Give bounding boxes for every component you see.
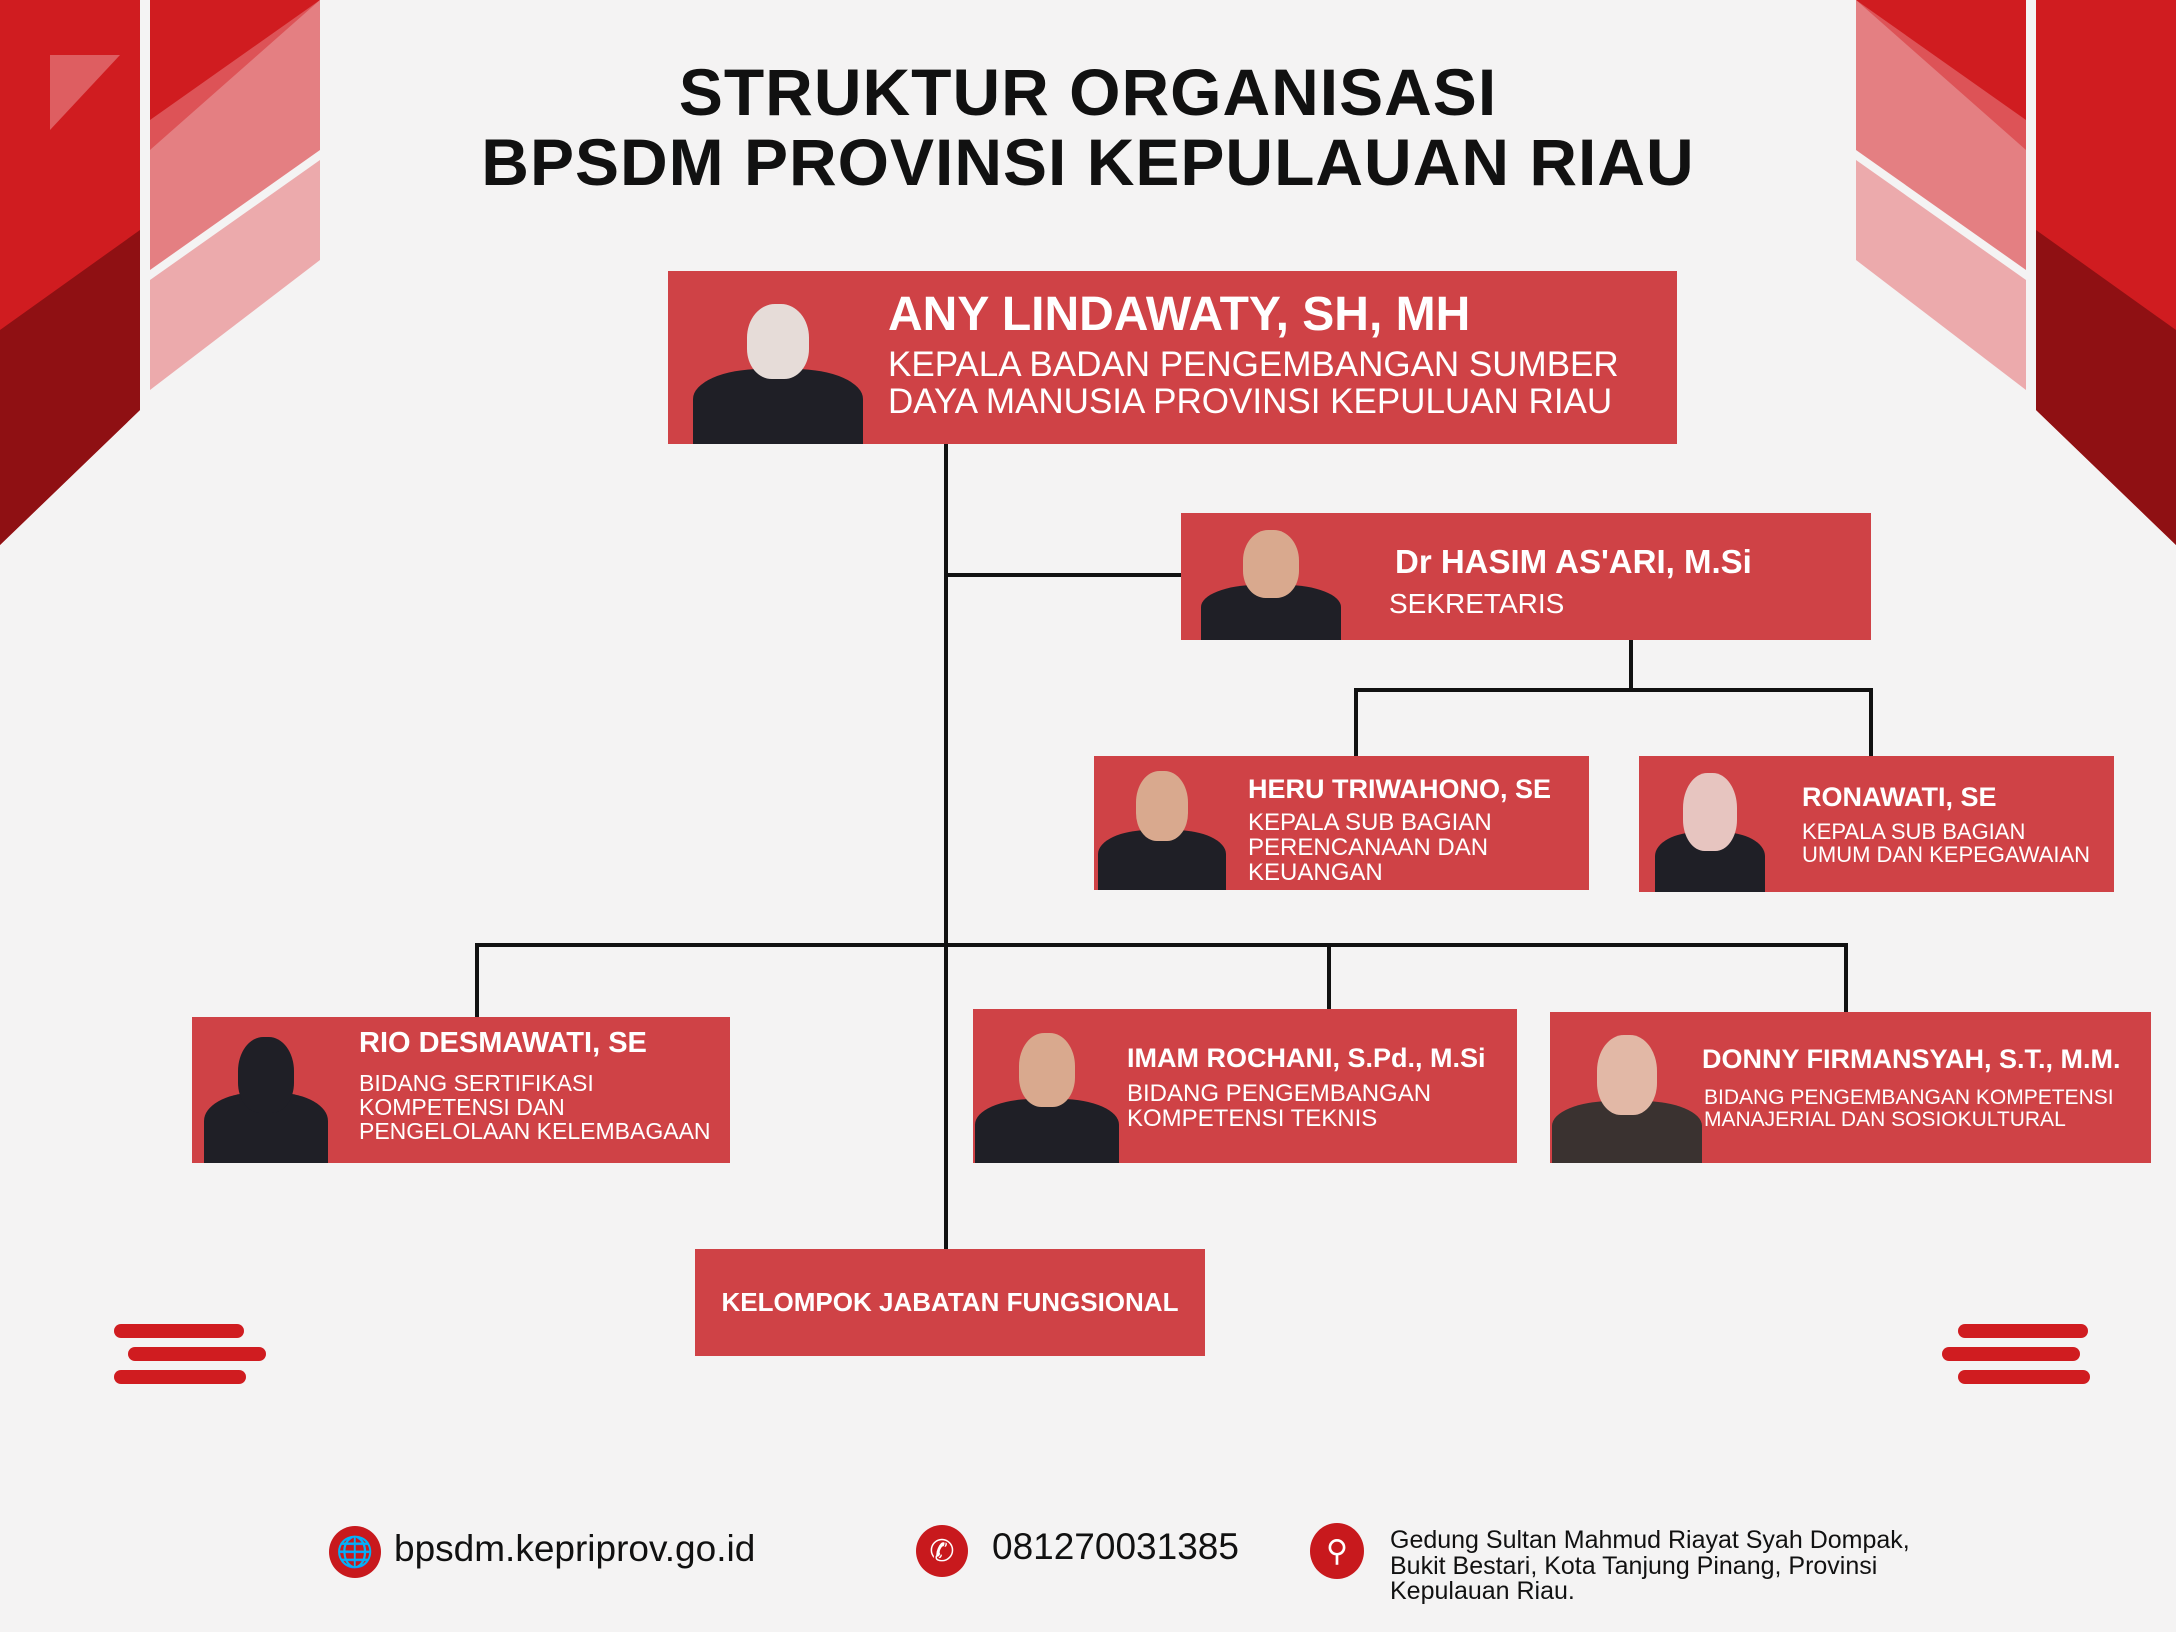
node-role: KEPALA BADAN PENGEMBANGAN SUMBER DAYA MA…	[888, 345, 1619, 421]
node-name: ANY LINDAWATY, SH, MH	[888, 288, 1471, 341]
node-role: KEPALA SUB BAGIAN UMUM DAN KEPEGAWAIAN	[1802, 819, 2091, 868]
connector	[475, 943, 1848, 947]
connector	[1869, 688, 1873, 756]
connector	[1327, 943, 1331, 1009]
photo-ronawati	[1655, 768, 1765, 892]
node-role: BIDANG PENGEMBANGAN KOMPETENSI TEKNIS	[1127, 1080, 1432, 1133]
node-name: Dr HASIM AS'ARI, M.Si	[1395, 543, 1752, 580]
connector	[944, 444, 948, 1249]
node-role: SEKRETARIS	[1389, 588, 1565, 619]
node-role: BIDANG SERTIFIKASI KOMPETENSI DAN PENGEL…	[359, 1070, 711, 1145]
photo-imam	[975, 1023, 1119, 1163]
dots-decoration-right	[1942, 1324, 2090, 1384]
phone-icon: ✆	[916, 1525, 968, 1577]
node-heru: HERU TRIWAHONO, SE KEPALA SUB BAGIAN PER…	[1094, 756, 1589, 890]
connector	[1844, 943, 1848, 1012]
node-name: HERU TRIWAHONO, SE	[1248, 774, 1552, 804]
globe-icon: 🌐	[329, 1526, 381, 1578]
title-line-2: BPSDM PROVINSI KEPULAUAN RIAU	[481, 125, 1695, 199]
node-name: DONNY FIRMANSYAH, S.T., M.M.	[1702, 1044, 2121, 1074]
address-text: Gedung Sultan Mahmud Riayat Syah Dompak,…	[1390, 1526, 1910, 1605]
corner-decoration-left	[0, 0, 320, 545]
node-name: RIO DESMAWATI, SE	[359, 1027, 647, 1059]
connector	[1354, 688, 1873, 692]
node-donny: DONNY FIRMANSYAH, S.T., M.M. BIDANG PENG…	[1550, 1012, 2151, 1163]
location-pin-icon: ⚲	[1310, 1523, 1364, 1579]
connector	[475, 943, 479, 1017]
node-name: IMAM ROCHANI, S.Pd., M.Si	[1127, 1043, 1486, 1073]
photo-heru	[1098, 766, 1226, 890]
website-link[interactable]: bpsdm.kepriprov.go.id	[394, 1528, 756, 1569]
node-role: BIDANG PENGEMBANGAN KOMPETENSI MANAJERIA…	[1704, 1086, 2114, 1132]
node-ronawati: RONAWATI, SE KEPALA SUB BAGIAN UMUM DAN …	[1639, 756, 2114, 892]
node-kepala-badan: ANY LINDAWATY, SH, MH KEPALA BADAN PENGE…	[668, 271, 1677, 444]
corner-decoration-right	[1856, 0, 2176, 545]
node-kelompok-jabatan-fungsional: KELOMPOK JABATAN FUNGSIONAL	[695, 1249, 1205, 1356]
photo-rio	[204, 1027, 328, 1163]
node-role: KEPALA SUB BAGIAN PERENCANAAN DAN KEUANG…	[1248, 809, 1492, 887]
node-name: RONAWATI, SE	[1802, 782, 1997, 812]
connector	[1629, 640, 1633, 692]
node-rio: RIO DESMAWATI, SE BIDANG SERTIFIKASI KOM…	[192, 1017, 730, 1163]
node-sekretaris: Dr HASIM AS'ARI, M.Si SEKRETARIS	[1181, 513, 1871, 640]
connector	[1354, 688, 1358, 756]
node-name: KELOMPOK JABATAN FUNGSIONAL	[721, 1287, 1179, 1317]
photo-donny	[1552, 1023, 1702, 1163]
photo-sekretaris	[1201, 525, 1341, 640]
connector	[946, 573, 1181, 577]
title-line-1: STRUKTUR ORGANISASI	[678, 55, 1498, 129]
dots-decoration-left	[114, 1324, 266, 1384]
node-imam: IMAM ROCHANI, S.Pd., M.Si BIDANG PENGEMB…	[973, 1009, 1517, 1163]
photo-kepala	[693, 284, 863, 444]
phone-number: 081270031385	[992, 1526, 1239, 1567]
